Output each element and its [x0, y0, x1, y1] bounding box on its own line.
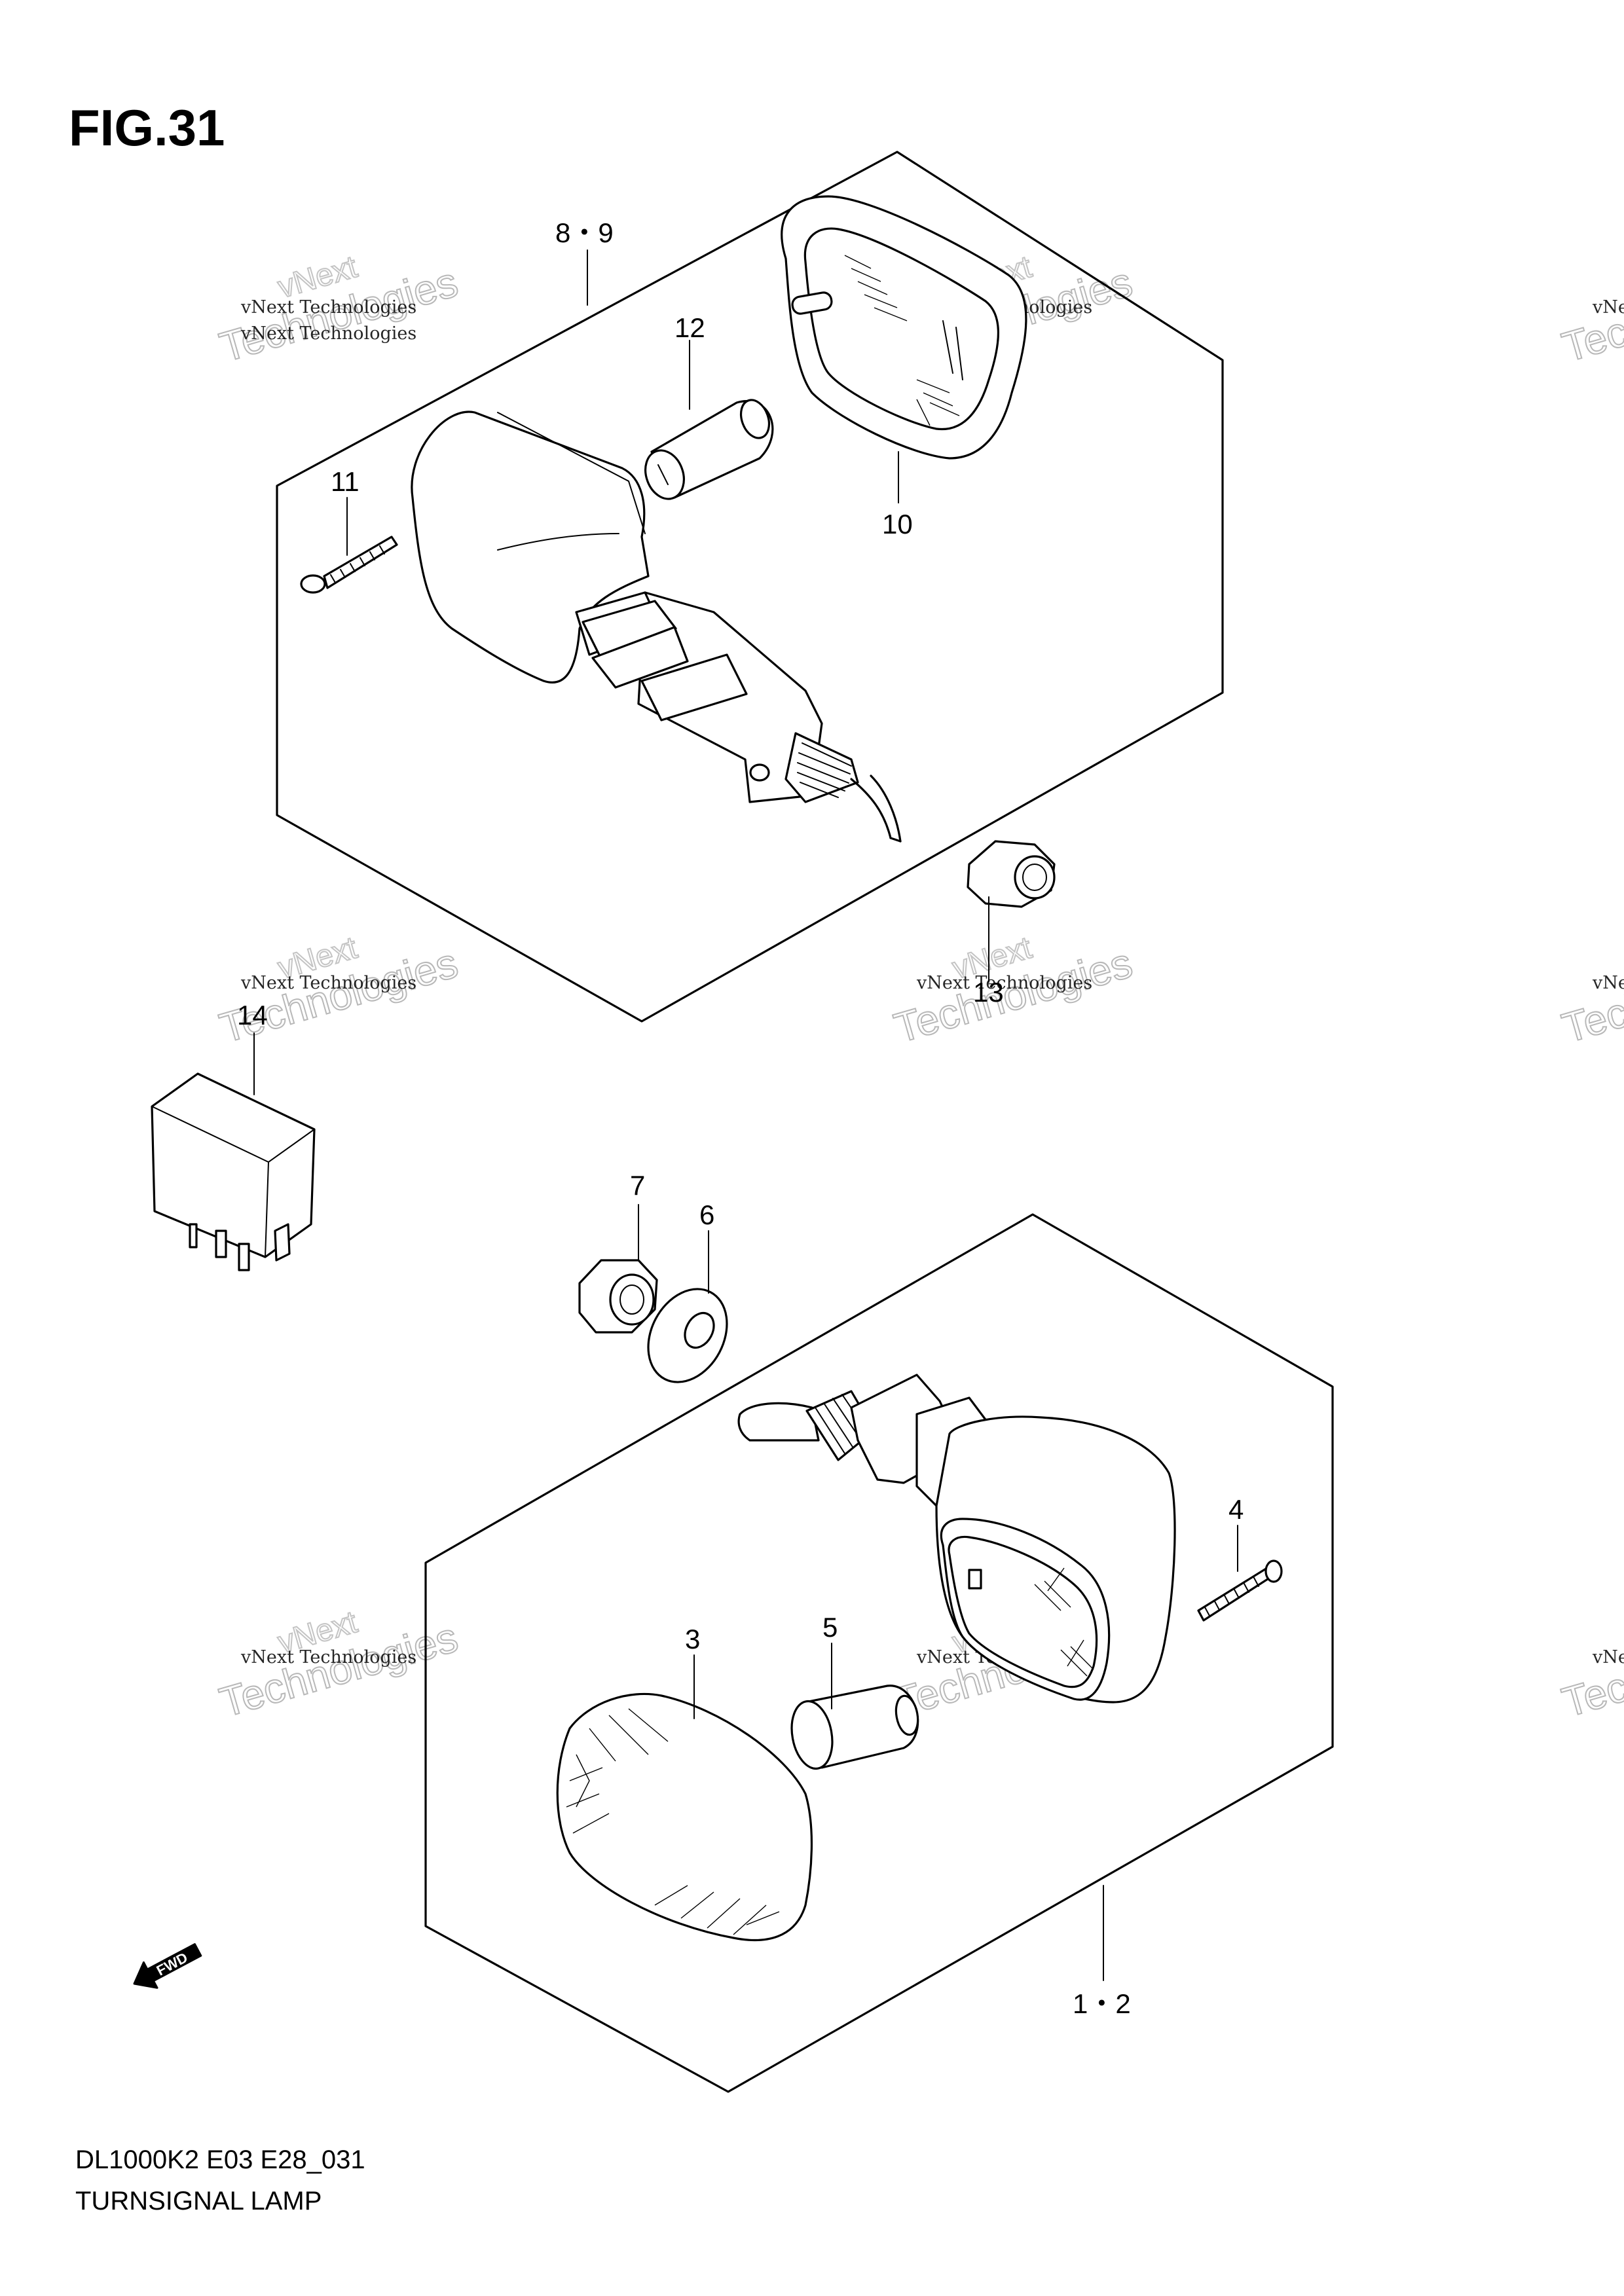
figure-title: FIG.31: [69, 99, 225, 156]
watermark: Technologies: [1557, 1613, 1624, 1726]
watermark-text: vNext Technologies: [916, 973, 1092, 993]
bulb-part: [644, 399, 774, 500]
callout-7: 7: [630, 1170, 645, 1201]
watermark-text: vNext Technologies: [1592, 297, 1624, 318]
watermark-text: vNext Technologies: [240, 297, 416, 318]
callout-3: 3: [685, 1624, 700, 1654]
assembly-outline-lower: [424, 1213, 1334, 2093]
callout-8-9: 8・9: [555, 217, 614, 248]
rear-turnsignal-assembly: 8・9 12 11 10 13: [276, 151, 1224, 1023]
nut-part: [967, 840, 1056, 908]
callout-1-2: 1・2: [1073, 1988, 1131, 2019]
socket-housing-part: [781, 195, 1027, 460]
callout-12: 12: [674, 312, 705, 343]
callout-14: 14: [237, 1000, 268, 1030]
callout-13: 13: [973, 977, 1004, 1008]
bulb-part-lower: [790, 1685, 919, 1770]
watermark-text: vNext Technologies: [240, 1647, 416, 1667]
screw-part: [300, 536, 398, 594]
watermark-text: vNext Technologies: [240, 323, 416, 344]
model-code: DL1000K2 E03 E28_031: [75, 2145, 365, 2174]
lamp-housing-part-lower: [737, 1374, 1176, 1704]
callout-5: 5: [822, 1612, 838, 1643]
watermark: Technologies: [1557, 938, 1624, 1052]
svg-text:Technologies: Technologies: [1557, 939, 1624, 1051]
watermark-text: vNext Technologies: [1592, 973, 1624, 993]
fwd-label: FWD: [154, 1949, 191, 1979]
screw-part-lower: [1197, 1559, 1283, 1622]
fwd-arrow-icon: FWD: [133, 1943, 202, 1989]
watermark-text: vNext Technologies: [1592, 1647, 1624, 1667]
lamp-housing-part: [411, 410, 902, 843]
front-turnsignal-assembly: 4 3 5 1・2: [424, 1213, 1334, 2093]
nut-and-washer: 7 6: [578, 1170, 728, 1383]
diagram-name: TURNSIGNAL LAMP: [75, 2187, 322, 2215]
assembly-outline-upper: [276, 151, 1224, 1023]
callout-11: 11: [331, 466, 360, 497]
callout-10: 10: [882, 509, 913, 539]
watermark-text: vNext Technologies: [240, 973, 416, 993]
lens-part: [556, 1692, 813, 1942]
svg-text:Technologies: Technologies: [1557, 1613, 1624, 1726]
callout-4: 4: [1228, 1494, 1244, 1525]
relay-part: 14: [151, 1000, 316, 1271]
callout-6: 6: [699, 1199, 714, 1230]
